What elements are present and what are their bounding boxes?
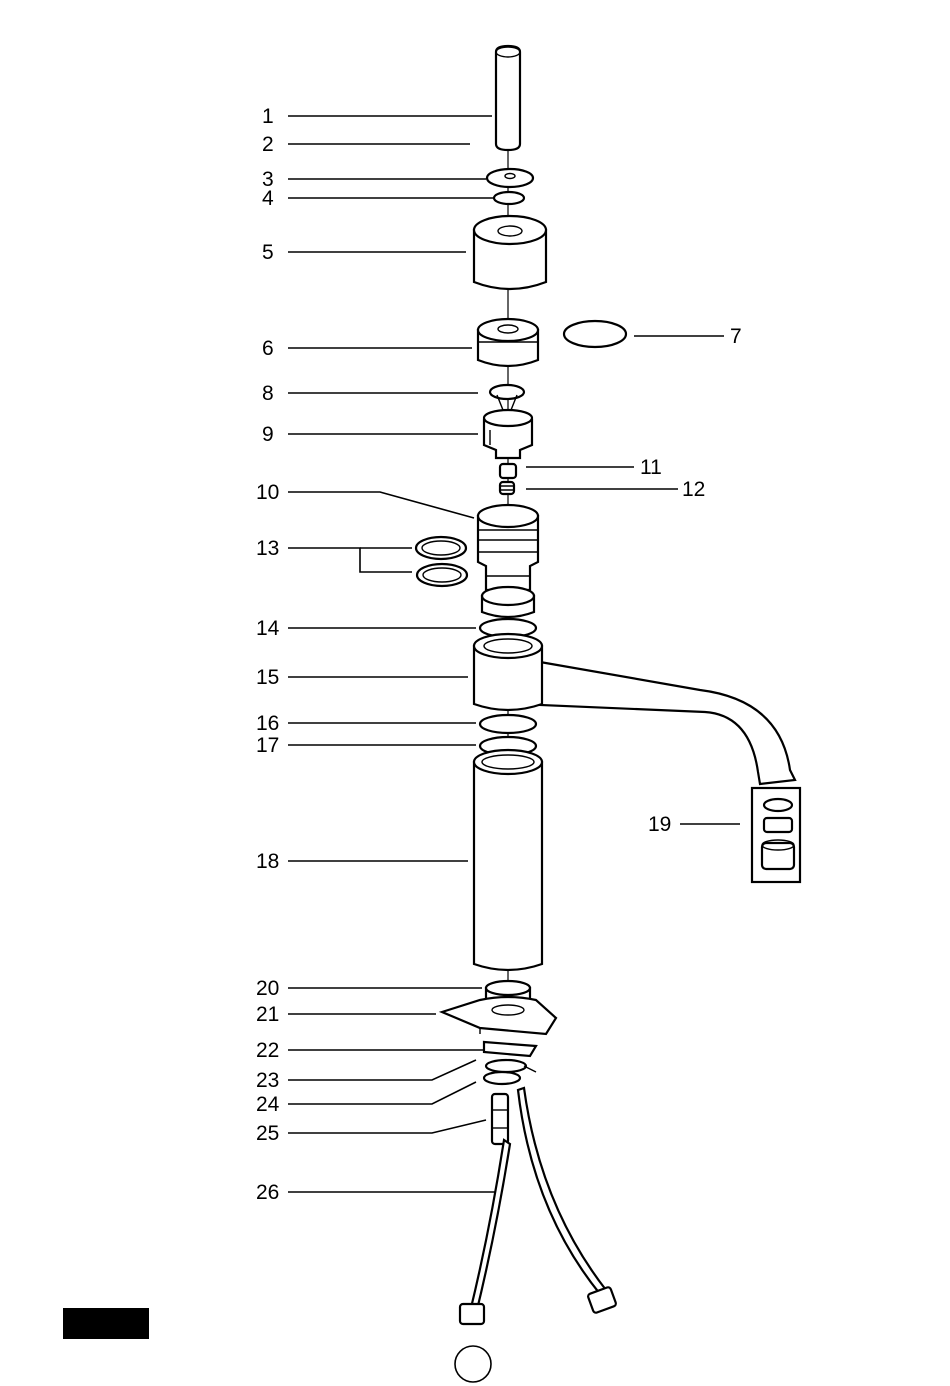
part-8-disc	[490, 385, 524, 410]
label-10: 10	[256, 481, 279, 504]
part-19-aerator-set	[752, 788, 800, 882]
label-2: 2	[262, 133, 274, 156]
part-21-base-plate	[442, 997, 556, 1034]
label-21: 21	[256, 1003, 279, 1026]
part-22-washer	[484, 1042, 536, 1056]
label-20: 20	[256, 977, 279, 1000]
label-5: 5	[262, 241, 274, 264]
page-number-circle	[455, 1346, 491, 1382]
label-1: 1	[262, 105, 274, 128]
label-22: 22	[256, 1039, 279, 1062]
label-14: 14	[256, 617, 280, 640]
label-23: 23	[256, 1069, 279, 1092]
part-10-valve-body	[478, 505, 538, 617]
part-12-spring	[500, 482, 514, 494]
label-4: 4	[262, 187, 274, 210]
part-6-cartridge-cap	[478, 319, 538, 366]
label-26: 26	[256, 1181, 279, 1204]
part-13-o-rings	[416, 537, 467, 586]
label-17: 17	[256, 734, 279, 757]
part-1-lever-rod	[496, 46, 520, 150]
part-16-ring	[480, 715, 536, 733]
label-19: 19	[648, 813, 671, 836]
label-8: 8	[262, 382, 274, 405]
label-18: 18	[256, 850, 279, 873]
part-26-flex-hoses	[460, 1088, 617, 1324]
label-25: 25	[256, 1122, 279, 1145]
label-24: 24	[256, 1093, 280, 1116]
part-25-threaded-pin	[492, 1094, 508, 1144]
part-18-body-tube	[474, 750, 542, 970]
part-4-o-ring	[494, 192, 524, 204]
label-15: 15	[256, 666, 279, 689]
part-5-handle-body	[474, 216, 546, 289]
label-13: 13	[256, 537, 279, 560]
part-11-spring	[500, 464, 516, 478]
part-24-washer	[484, 1072, 520, 1084]
label-12: 12	[682, 478, 705, 501]
label-16: 16	[256, 712, 279, 735]
label-9: 9	[262, 423, 274, 446]
part-9-cartridge-stem	[484, 410, 532, 458]
black-page-tab	[63, 1308, 149, 1339]
label-11: 11	[640, 456, 662, 479]
label-6: 6	[262, 337, 274, 360]
part-7-large-o-ring	[564, 321, 626, 347]
label-7: 7	[730, 325, 742, 348]
part-3-cap-washer	[487, 169, 533, 187]
part-23-washer	[486, 1060, 536, 1072]
